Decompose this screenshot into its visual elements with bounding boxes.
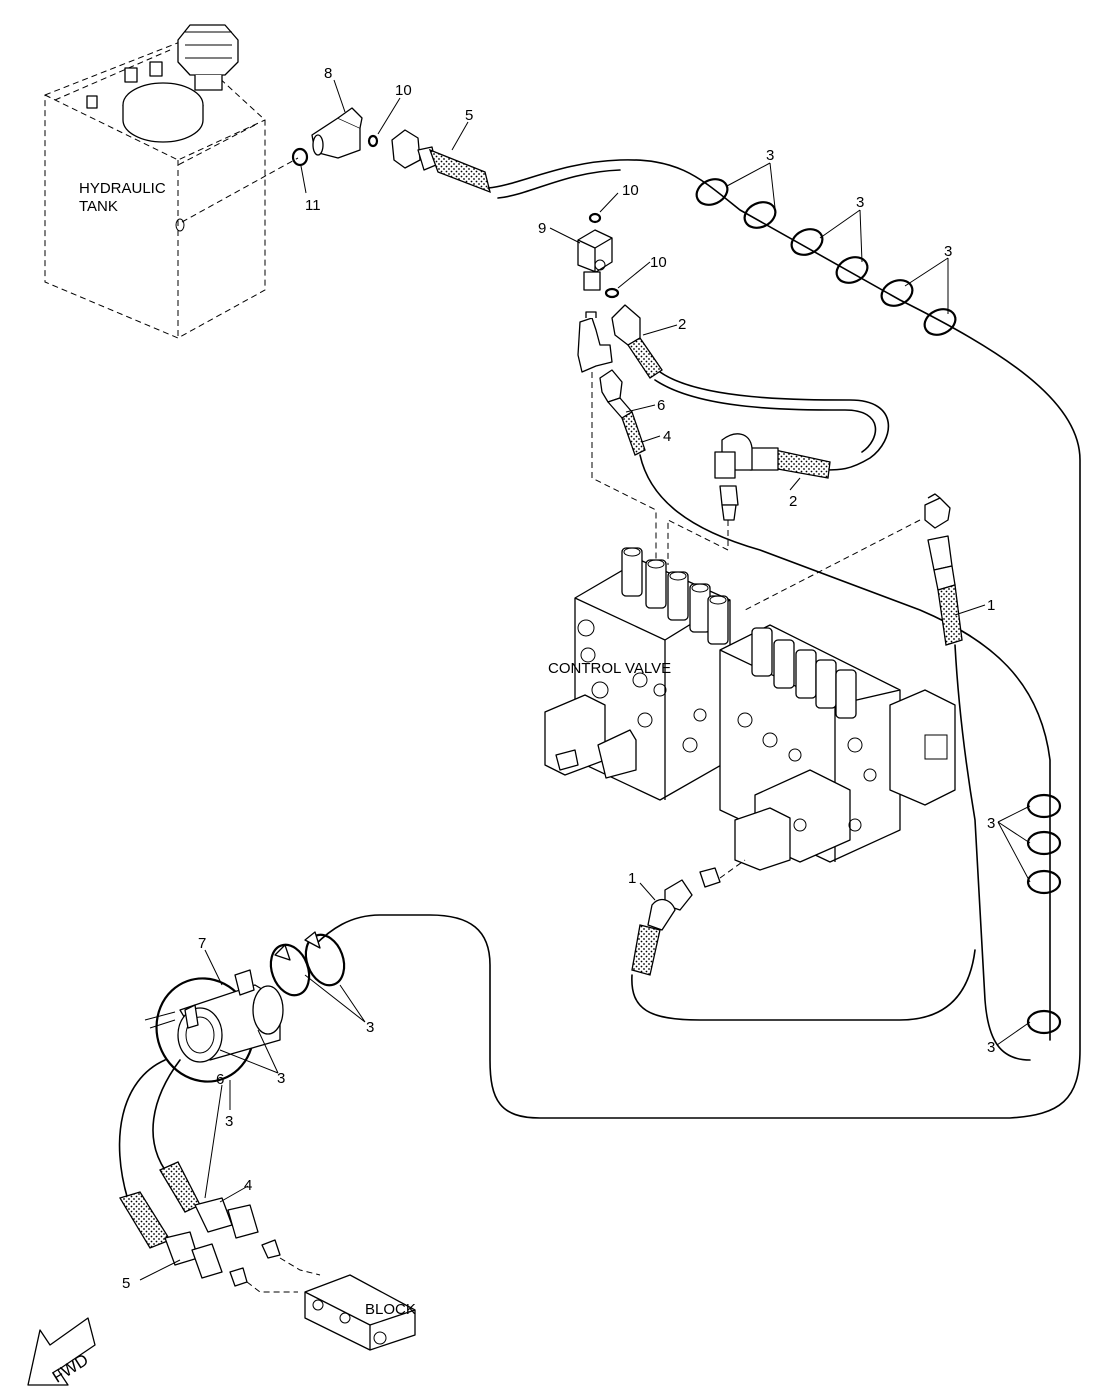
callout-3-filter-c: 3 [225,1113,233,1130]
tee-fitting [577,311,613,373]
callout-11: 11 [305,197,321,214]
callout-6-lower: 6 [216,1071,224,1088]
callout-4-upper: 4 [663,428,671,445]
o-ring-11 [291,147,309,167]
o-ring-10-top [367,134,379,148]
tank-port-leader [181,157,299,223]
clamps-right [1026,793,1062,1035]
hose-2-lower-end [714,433,831,479]
callout-3-right: 3 [987,815,995,832]
callout-1-lower: 1 [628,870,636,887]
callout-5-lower: 5 [122,1275,130,1292]
callout-3-filter-b: 3 [277,1070,285,1087]
hose-4-lower [159,1161,281,1259]
line-to-hose-5 [118,1059,166,1201]
hose-1-lower-line [631,949,976,1021]
callout-10-mid: 10 [622,182,639,199]
hose-5-top [391,129,491,194]
callout-5-top: 5 [465,107,473,124]
check-valve-9 [577,229,613,291]
callout-leaders [139,79,1031,1281]
hose-2-line-b [654,379,877,453]
callout-3-top-a: 3 [766,147,774,164]
leader-block-2 [246,1281,298,1293]
block [304,1274,416,1351]
callout-2-lower: 2 [789,493,797,510]
callout-6-upper: 6 [657,397,665,414]
leader-block-1 [279,1257,321,1276]
leader-tee [591,372,657,560]
hose-1-lower [631,879,693,976]
hose-4-line [639,454,1051,1041]
callout-7: 7 [198,935,206,952]
adapter-fitting [719,485,739,521]
hose-4-upper [599,369,646,456]
hose-1-line [954,644,1031,1061]
callout-3-top-c: 3 [944,243,952,260]
tank-label-line2: TANK [79,198,118,215]
callout-3-right-low: 3 [987,1039,995,1056]
callout-10-low: 10 [650,254,667,271]
hose-2-upper [611,304,663,379]
lower-fitting [699,859,746,888]
fwd-arrow-icon [27,1317,96,1386]
control-valve [544,547,956,871]
return-line-main-b [497,169,621,199]
callout-1-right: 1 [987,597,995,614]
o-ring-10-mid [588,212,602,224]
clamps-top [695,178,957,336]
callout-8: 8 [324,65,332,82]
callout-3-top-b: 3 [856,194,864,211]
block-label: BLOCK [365,1301,416,1318]
hose-5-lower [119,1191,248,1287]
callout-9: 9 [538,220,546,237]
hose-1-right [927,535,963,646]
hydraulic-tank [44,24,266,339]
callout-2-upper: 2 [678,316,686,333]
callout-3-filter-a: 3 [366,1019,374,1036]
right-small-fitting [924,493,951,529]
filter-assembly-7 [144,931,346,1083]
leader-fitting-right [744,519,921,611]
elbow-fitting-8 [311,107,363,159]
control-valve-label: CONTROL VALVE [548,660,671,677]
hose-2-line [659,371,890,471]
return-line-main [314,159,1081,1119]
leader-adapter [667,519,729,565]
callout-10-top: 10 [395,82,412,99]
o-ring-10-low [604,287,620,299]
tank-label-line1: HYDRAULIC [79,180,166,197]
line-to-hose-4 [152,1059,181,1171]
callout-4-lower: 4 [244,1177,252,1194]
